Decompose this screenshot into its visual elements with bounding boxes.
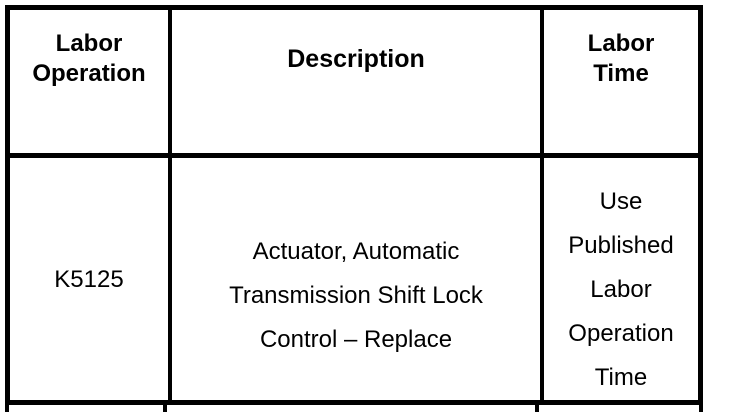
header-label-labor-time: Labor Time [587, 30, 655, 87]
column-divider-2 [540, 158, 544, 400]
value-labor-operation-code: K5125 [54, 266, 124, 293]
labor-operation-table: Labor Operation Description Labor Time K… [5, 5, 703, 405]
cell-labor-operation: K5125 [10, 158, 168, 400]
table-row: K5125 Actuator, Automatic Transmission S… [10, 158, 698, 405]
table-continuation-line-1 [163, 400, 167, 412]
header-label-description: Description [287, 45, 425, 73]
header-label-labor-operation: Labor Operation [32, 30, 146, 87]
header-cell-labor-time: Labor Time [544, 10, 698, 153]
column-divider-1 [168, 10, 172, 153]
column-divider-2 [540, 10, 544, 153]
header-cell-labor-operation: Labor Operation [10, 10, 168, 153]
header-cell-description: Description [172, 10, 540, 153]
table-continuation-line-left [5, 400, 9, 412]
value-labor-time: Use Published Labor Operation Time [568, 188, 674, 391]
column-divider-1 [168, 158, 172, 400]
cell-labor-time: Use Published Labor Operation Time [544, 158, 698, 400]
table-header-row: Labor Operation Description Labor Time [10, 10, 698, 158]
table-continuation-line-right [699, 400, 703, 412]
value-description: Actuator, Automatic Transmission Shift L… [229, 238, 483, 353]
cell-description: Actuator, Automatic Transmission Shift L… [172, 158, 540, 400]
table-continuation-line-2 [535, 400, 539, 412]
